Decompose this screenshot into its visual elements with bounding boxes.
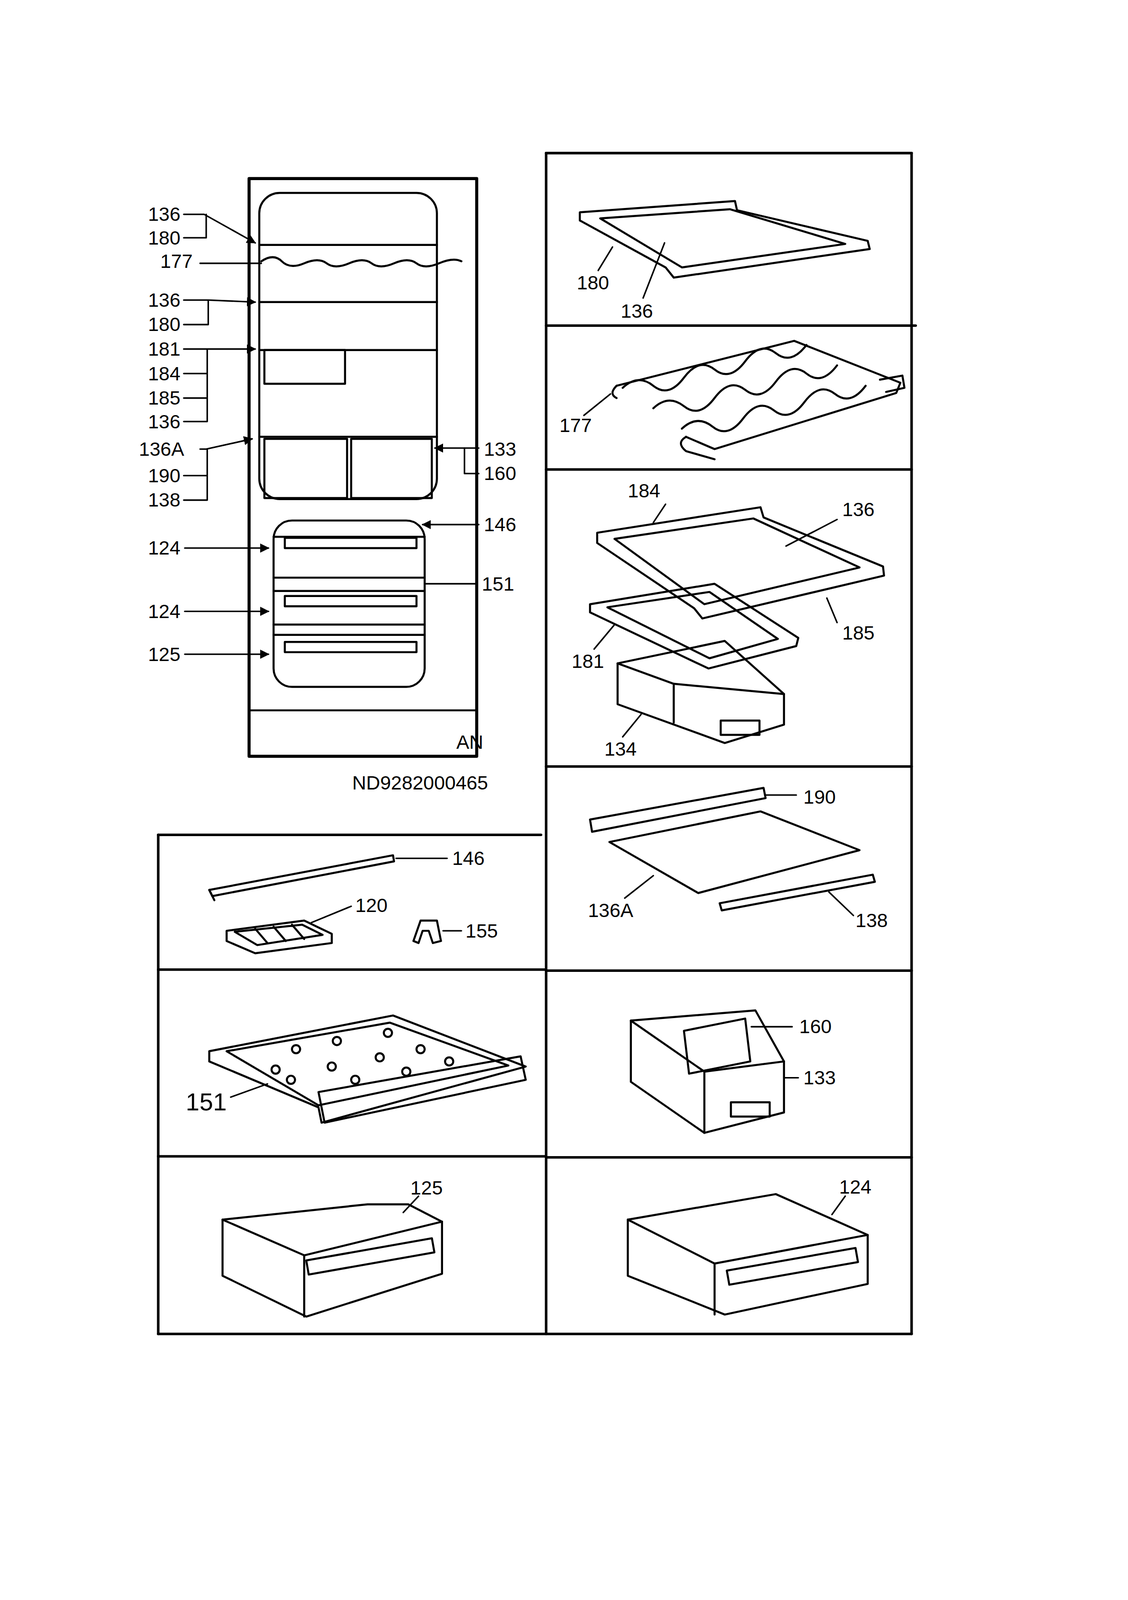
callout-number: 133 bbox=[803, 1068, 836, 1088]
callout-number: 136A bbox=[588, 900, 634, 920]
callout-number: 160 bbox=[799, 1017, 832, 1037]
callout-number: 151 bbox=[481, 574, 515, 594]
callout-number: 136 bbox=[842, 499, 875, 519]
callout-number: 138 bbox=[148, 490, 181, 510]
leader-lines bbox=[183, 214, 479, 655]
freezer-drawer bbox=[222, 1196, 443, 1317]
callout-number: 136 bbox=[148, 290, 181, 310]
callout-number: 160 bbox=[483, 464, 517, 484]
callout-number: 136 bbox=[148, 204, 181, 225]
callout-number: 190 bbox=[803, 787, 836, 807]
callout-number: 124 bbox=[839, 1177, 872, 1197]
callout-number: 138 bbox=[855, 911, 888, 931]
glass-shelf bbox=[579, 201, 870, 299]
callout-number: 133 bbox=[483, 439, 517, 459]
callout-number: 180 bbox=[148, 315, 181, 335]
callout-number: 124 bbox=[148, 538, 181, 558]
callout-number: 184 bbox=[627, 481, 661, 501]
callout-number: 146 bbox=[452, 848, 485, 868]
callout-number: 177 bbox=[559, 416, 592, 436]
callout-number: 190 bbox=[148, 465, 181, 486]
callout-number: 184 bbox=[148, 363, 181, 384]
callout-number: 136A bbox=[138, 439, 185, 459]
fridge-overview bbox=[249, 178, 477, 757]
crisper-box bbox=[630, 1010, 799, 1134]
lower-shelf-parts bbox=[589, 788, 875, 916]
callout-number: 120 bbox=[355, 895, 388, 915]
callout-number: ND9282000465 bbox=[352, 773, 488, 793]
callout-number: 125 bbox=[148, 644, 181, 664]
shelf-crisper-assembly bbox=[589, 504, 884, 744]
wine-rack bbox=[583, 341, 905, 460]
freezer-drawer bbox=[627, 1194, 868, 1315]
callout-number: 177 bbox=[160, 251, 193, 271]
callout-number: 155 bbox=[465, 921, 498, 941]
callout-number: 136 bbox=[620, 301, 653, 321]
callout-number: 151 bbox=[185, 1090, 227, 1115]
callout-number: 181 bbox=[571, 652, 605, 672]
small-parts bbox=[209, 855, 462, 954]
callout-number: 146 bbox=[483, 514, 517, 535]
callout-number: 125 bbox=[410, 1178, 443, 1198]
callout-number: 124 bbox=[148, 601, 181, 621]
freezer-shelf bbox=[209, 1015, 526, 1123]
panel-grid bbox=[158, 153, 916, 1335]
callout-number: 134 bbox=[604, 739, 637, 760]
callout-number: AN bbox=[456, 732, 484, 752]
callout-number: 185 bbox=[148, 388, 181, 408]
callout-number: 180 bbox=[148, 228, 181, 248]
callout-number: 181 bbox=[148, 339, 181, 359]
callout-number: 180 bbox=[576, 272, 610, 293]
callout-number: 185 bbox=[842, 623, 875, 643]
callout-number: 136 bbox=[148, 411, 181, 432]
